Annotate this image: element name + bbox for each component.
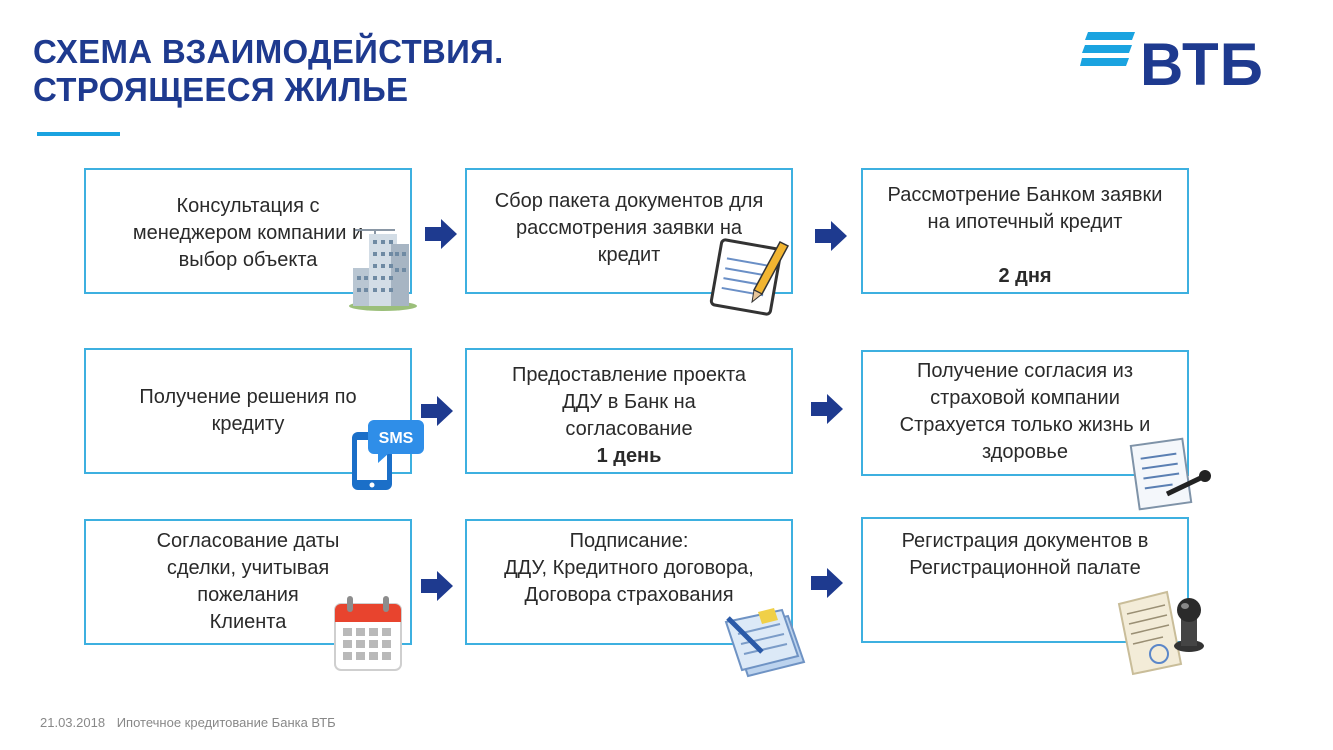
page-title: СХЕМА ВЗАИМОДЕЙСТВИЯ. СТРОЯЩЕЕСЯ ЖИЛЬЕ xyxy=(33,33,504,109)
step-text: согласование xyxy=(565,418,693,440)
footer-date: 21.03.2018 xyxy=(40,715,106,730)
step-text: сделки, учитывая xyxy=(166,557,330,579)
step-text: Регистрационной палате xyxy=(909,557,1141,579)
step-text: Регистрация документов в xyxy=(901,530,1149,552)
arrow-right-icon xyxy=(425,219,457,249)
vtb-logo-text: ВТБ xyxy=(1140,31,1264,98)
step-text: на ипотечный кредит xyxy=(927,211,1123,233)
svg-text:SMS: SMS xyxy=(379,430,414,447)
step-text: пожелания xyxy=(197,584,299,606)
step-duration: 2 дня xyxy=(998,265,1052,287)
arrow-right-icon xyxy=(421,571,453,601)
step-text: Клиента xyxy=(209,611,287,633)
step-ddu-project: Предоставление проекта ДДУ в Банк на сог… xyxy=(465,348,793,474)
step-text: здоровье xyxy=(982,441,1068,463)
building-icon xyxy=(349,229,417,311)
footer: 21.03.2018 Ипотечное кредитование Банка … xyxy=(40,715,336,730)
step-text: Получение решения по xyxy=(139,386,357,408)
step-text: выбор объекта xyxy=(178,249,318,271)
step-text: страховой компании xyxy=(930,387,1120,409)
step-text: ДДУ в Банк на xyxy=(562,391,696,413)
footer-caption: Ипотечное кредитование Банка ВТБ xyxy=(116,715,336,730)
vtb-logo: ВТБ xyxy=(1080,30,1263,100)
step-text: кредит xyxy=(597,244,661,266)
step-bank-review: Рассмотрение Банком заявки на ипотечный … xyxy=(861,168,1189,294)
step-text: Согласование даты xyxy=(156,530,340,552)
step-text: Страхуется только жизнь и xyxy=(899,414,1151,436)
step-text: Получение согласия из xyxy=(916,360,1134,382)
title-line-2: СТРОЯЩЕЕСЯ ЖИЛЬЕ xyxy=(33,71,409,108)
documents-pen-icon xyxy=(724,608,806,678)
step-insurance-consent: Получение согласия из страховой компании… xyxy=(861,350,1189,476)
step-text: менеджером компании и xyxy=(132,222,364,244)
step-text: Подписание: xyxy=(569,530,689,552)
step-text: Предоставление проекта xyxy=(511,364,747,386)
step-text: Консультация с xyxy=(176,195,320,217)
arrow-right-icon xyxy=(811,568,843,598)
stamp-icon xyxy=(1117,590,1204,676)
step-text: Рассмотрение Банком заявки xyxy=(887,184,1163,206)
arrow-right-icon xyxy=(815,221,847,251)
step-text: ДДУ, Кредитного договора, xyxy=(504,557,754,579)
title-line-1: СХЕМА ВЗАИМОДЕЙСТВИЯ. xyxy=(33,33,504,70)
title-underline xyxy=(37,132,120,136)
step-text: рассмотрения заявки на xyxy=(515,217,743,239)
step-text: Сбор пакета документов для xyxy=(494,190,764,212)
step-duration: 1 день xyxy=(596,445,662,467)
notepad-pencil-icon xyxy=(709,238,790,316)
arrow-right-icon xyxy=(421,396,453,426)
step-text: кредиту xyxy=(211,413,285,435)
step-text: Договора страхования xyxy=(524,584,734,606)
sms-phone-icon: SMS xyxy=(352,420,424,490)
arrow-right-icon xyxy=(811,394,843,424)
document-pen-icon xyxy=(1129,437,1211,511)
calendar-icon xyxy=(334,596,402,671)
vtb-bars-icon xyxy=(1080,32,1135,66)
